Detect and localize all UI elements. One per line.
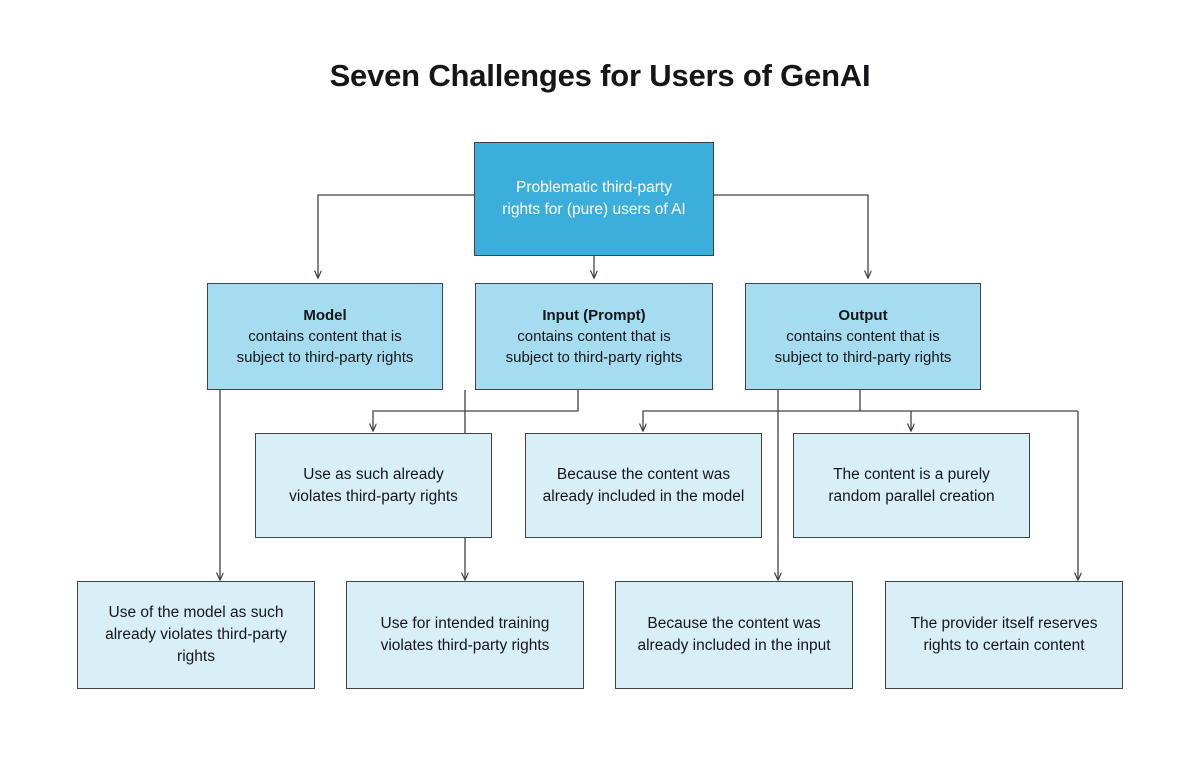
node-root[interactable]: Problematic third-party rights for (pure… (474, 142, 714, 256)
node-provider-reserves-line-1: The provider itself reserves (910, 615, 1098, 632)
node-use-as-such-line-1: Use as such already (303, 465, 444, 483)
node-use-as-such[interactable]: Use as such already violates third-party… (255, 433, 492, 538)
node-already-in-input-line-2: already included in the input (637, 637, 831, 654)
node-use-of-model[interactable]: Use of the model as such already violate… (77, 581, 315, 689)
node-model[interactable]: Model contains content that is subject t… (207, 283, 443, 390)
node-intended-training-line-1: Use for intended training (380, 615, 550, 632)
node-root-line-1: Problematic third-party (516, 179, 672, 196)
node-intended-training-line-2: violates third-party rights (380, 637, 550, 654)
node-root-line-2: rights for (pure) users of AI (502, 201, 686, 218)
node-use-of-model-line-2: already violates third-party (105, 626, 287, 643)
node-input-line-3: subject to third-party rights (505, 349, 683, 367)
node-already-in-input-line-1: Because the content was (647, 615, 821, 632)
node-random-parallel-line-1: The content is a purely (833, 465, 990, 483)
node-random-parallel[interactable]: The content is a purely random parallel … (793, 433, 1030, 538)
node-model-line-2: contains content that is (248, 327, 402, 345)
node-use-as-such-line-2: violates third-party rights (289, 487, 458, 505)
node-already-in-input[interactable]: Because the content was already included… (615, 581, 853, 689)
node-random-parallel-line-2: random parallel creation (828, 487, 995, 505)
edge-root-to-output (714, 194, 868, 278)
node-already-in-model[interactable]: Because the content was already included… (525, 433, 762, 538)
node-intended-training[interactable]: Use for intended training violates third… (346, 581, 584, 689)
edge-output-to-already-in-model (643, 390, 861, 431)
node-already-in-model-line-1: Because the content was (556, 465, 731, 483)
node-provider-reserves[interactable]: The provider itself reserves rights to c… (885, 581, 1123, 689)
node-output-line-3: subject to third-party rights (774, 349, 952, 367)
node-input-heading: Input (Prompt) (542, 306, 646, 324)
node-use-of-model-line-1: Use of the model as such (108, 604, 284, 621)
edge-root-to-model (318, 194, 474, 278)
edge-input-to-use-as-such (373, 390, 579, 431)
node-input-line-2: contains content that is (517, 327, 671, 345)
node-input[interactable]: Input (Prompt) contains content that is … (475, 283, 713, 390)
node-output-line-2: contains content that is (786, 327, 940, 345)
node-output-heading: Output (838, 306, 888, 324)
node-already-in-model-line-2: already included in the model (542, 487, 745, 505)
node-model-heading: Model (303, 306, 347, 324)
node-output[interactable]: Output contains content that is subject … (745, 283, 981, 390)
page-title: Seven Challenges for Users of GenAI (329, 58, 871, 93)
node-model-line-3: subject to third-party rights (236, 349, 414, 367)
node-use-of-model-line-3: rights (177, 648, 215, 665)
node-provider-reserves-line-2: rights to certain content (923, 637, 1085, 654)
